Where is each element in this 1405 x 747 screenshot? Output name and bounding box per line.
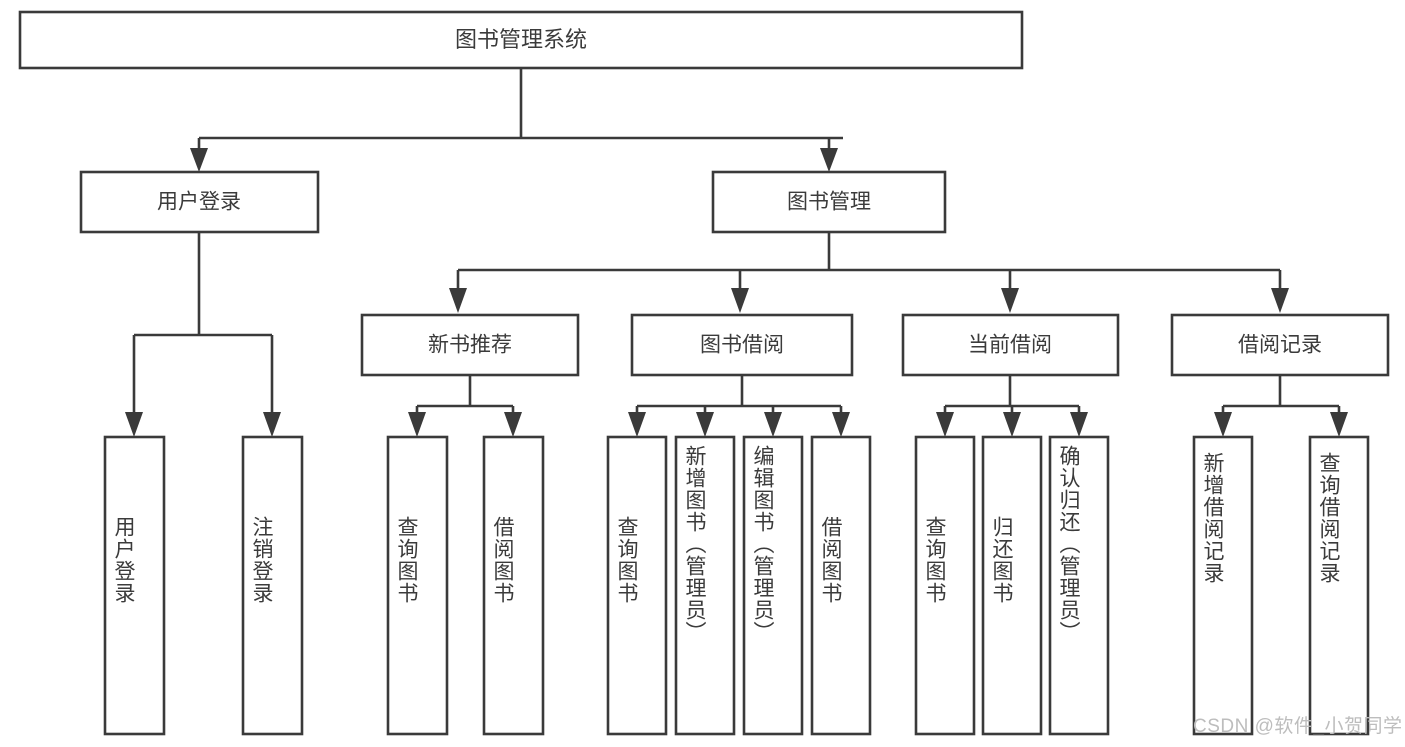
arrow-to-current-borrow xyxy=(1001,288,1019,313)
node-borrow-record-label: 借阅记录 xyxy=(1238,334,1322,357)
arrow-to-borrow-record xyxy=(1271,288,1289,313)
node-new-book-recommend[interactable]: 新书推荐 xyxy=(360,313,580,377)
leaf-box-query-book-borrow[interactable] xyxy=(606,435,668,736)
arrow-to-leaf-query-record xyxy=(1330,412,1348,437)
node-current-borrow[interactable]: 当前借阅 xyxy=(901,313,1120,377)
node-root-label: 图书管理系统 xyxy=(455,27,587,52)
arrow-to-book-manage xyxy=(820,148,838,172)
leaf-box-add-book[interactable] xyxy=(674,435,736,736)
leaf-box-borrow-book-recommend[interactable] xyxy=(482,435,545,736)
arrow-to-leaf-add-book xyxy=(696,412,714,437)
arrow-to-user-login xyxy=(190,148,208,172)
arrow-to-leaf-logout xyxy=(263,412,281,437)
leaf-box-borrow-book-borrow[interactable] xyxy=(810,435,872,736)
node-user-login-box xyxy=(79,170,320,234)
node-book-manage[interactable]: 图书管理 xyxy=(711,170,947,234)
arrow-to-leaf-borrow-book-2 xyxy=(832,412,850,437)
arrow-to-leaf-query-book-3 xyxy=(936,412,954,437)
node-book-borrow[interactable]: 图书借阅 xyxy=(630,313,854,377)
leaf-box-user-login[interactable] xyxy=(103,435,166,736)
node-new-book-recommend-label: 新书推荐 xyxy=(428,334,512,357)
leaf-box-add-borrow-record[interactable] xyxy=(1192,435,1254,736)
node-book-borrow-box xyxy=(630,313,854,377)
leaf-box-query-book-current[interactable] xyxy=(914,435,976,736)
arrow-to-leaf-return-book xyxy=(1003,412,1021,437)
node-borrow-record-box xyxy=(1170,313,1390,377)
arrow-to-new-book-recommend xyxy=(449,288,467,313)
leaf-box-return-book[interactable] xyxy=(981,435,1043,736)
node-book-borrow-label: 图书借阅 xyxy=(700,334,784,357)
leaf-box-layer xyxy=(103,435,1370,736)
arrow-to-book-borrow xyxy=(731,288,749,313)
leaf-box-confirm-return[interactable] xyxy=(1048,435,1110,736)
node-new-book-recommend-box xyxy=(360,313,580,377)
arrow-to-leaf-borrow-book-1 xyxy=(504,412,522,437)
node-current-borrow-box xyxy=(901,313,1120,377)
csdn-watermark: CSDN @软件_小贺同学 xyxy=(1193,716,1403,737)
node-book-manage-box xyxy=(711,170,947,234)
arrow-to-leaf-confirm-return xyxy=(1070,412,1088,437)
connector-layer xyxy=(125,68,1348,437)
leaf-box-edit-book[interactable] xyxy=(742,435,804,736)
node-borrow-record[interactable]: 借阅记录 xyxy=(1170,313,1390,377)
arrow-to-leaf-add-record xyxy=(1214,412,1232,437)
node-user-login-label: 用户登录 xyxy=(157,191,241,214)
arrow-to-leaf-edit-book xyxy=(764,412,782,437)
arrow-to-leaf-query-book-1 xyxy=(408,412,426,437)
node-root-box xyxy=(18,10,1024,70)
leaf-box-query-borrow-record[interactable] xyxy=(1308,435,1370,736)
node-book-manage-label: 图书管理 xyxy=(787,191,871,214)
node-user-login[interactable]: 用户登录 xyxy=(79,170,320,234)
arrow-to-leaf-user-login xyxy=(125,412,143,437)
arrow-to-leaf-query-book-2 xyxy=(628,412,646,437)
leaf-box-logout[interactable] xyxy=(241,435,304,736)
leaf-box-query-book-recommend[interactable] xyxy=(386,435,449,736)
node-current-borrow-label: 当前借阅 xyxy=(968,334,1052,357)
node-root-system[interactable]: 图书管理系统 xyxy=(18,10,1024,70)
